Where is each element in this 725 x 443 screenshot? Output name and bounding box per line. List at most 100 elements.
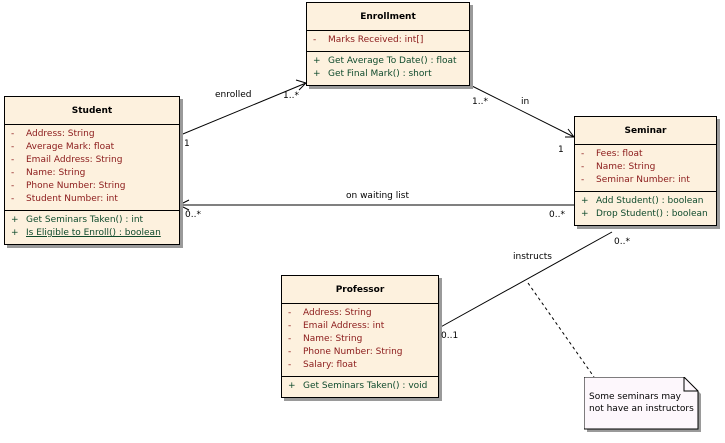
visibility-marker: + [581,209,589,219]
visibility-marker: - [581,149,585,159]
enrolled-student-multiplicity: 1 [184,139,190,149]
operation-row: + Is Eligible to Enroll() : boolean [5,227,179,240]
attribute-text: Address: String [26,129,95,139]
operation-text: Get Average To Date() : float [328,56,457,66]
operation-text: Add Student() : boolean [596,196,704,206]
operation-row: + Get Seminars Taken() : int [5,214,179,227]
visibility-marker: + [581,196,589,206]
operation-row: + Get Final Mark() : short [307,68,469,81]
visibility-marker: - [288,334,292,344]
attribute-row: - Name: String [575,161,716,174]
visibility-marker: - [11,142,15,152]
attribute-row: -Name: String [5,167,179,180]
operation-text: Is Eligible to Enroll() : boolean [26,228,161,238]
waiting-list-seminar-multiplicity: 0..* [549,210,565,220]
visibility-marker: - [11,194,15,204]
attribute-text: Address: String [303,308,372,318]
in-label: in [521,97,530,107]
enrolled-association-line [177,82,307,137]
student-operations: + Get Seminars Taken() : int + Is Eligible… [5,211,179,244]
attribute-row: - Salary: float [282,359,438,372]
diagram-note[interactable]: Some seminars may not have an instructor… [584,377,701,432]
operation-row: + Drop Student() : boolean [575,208,716,221]
waiting-list-label: on waiting list [346,191,409,201]
attribute-text: Fees: float [596,149,643,159]
attribute-text: Seminar Number: int [596,175,690,185]
professor-operations: + Get Seminars Taken() : void [282,377,438,397]
operation-row: + Get Average To Date() : float [307,55,469,68]
student-attributes: - Address: String - Average Mark: float - E… [5,125,179,211]
visibility-marker: - [313,35,317,45]
operation-text: Get Seminars Taken() : int [26,215,144,225]
in-seminar-multiplicity: 1 [558,145,564,155]
attribute-text: Phone Number: String [303,347,403,357]
visibility-marker: - [11,168,15,178]
instructs-seminar-multiplicity: 0..* [614,237,630,247]
professor-class-name: Professor [282,276,438,304]
instructs-professor-multiplicity: 0..1 [441,331,459,341]
attribute-text: Name: String [596,162,656,172]
visibility-marker: - [288,360,292,370]
waiting-list-student-multiplicity: 0..* [185,210,201,220]
attribute-row: - Email Address: int [282,320,438,333]
instructs-association-line [436,231,613,330]
attribute-row: - Average Mark: float [5,141,179,154]
enrolled-enrollment-multiplicity: 1..* [283,91,299,101]
note-text: Some seminars may not have an instructor… [589,392,694,414]
attribute-row: - Student Number: int [5,193,179,206]
attribute-row: - Phone Number: String [5,180,179,193]
seminar-class[interactable]: Seminar - Fees: float - Name: String - Semi… [574,116,717,226]
enrolled-label: enrolled [215,90,252,100]
visibility-marker: - [288,321,292,331]
visibility-marker: - [581,175,585,185]
attribute-text: Student Number: int [26,194,118,204]
operation-text: Drop Student() : boolean [596,209,708,219]
enrollment-attributes: - Marks Received: int[] [307,31,469,52]
seminar-operations: + Add Student() : boolean + Drop Student()… [575,192,716,225]
visibility-marker: - [288,347,292,357]
note-anchor-line [527,282,595,378]
visibility-marker: - [11,181,15,191]
operation-row: + Add Student() : boolean [575,195,716,208]
visibility-marker: + [11,228,19,238]
visibility-marker: - [11,129,15,139]
visibility-marker: - [288,308,292,318]
attribute-row: - Fees: float [575,148,716,161]
attribute-row: - Marks Received: int[] [307,34,469,47]
attribute-text: Email Address: int [303,321,385,331]
student-class[interactable]: Student - Address: String - Average Mark: … [4,96,180,245]
professor-class[interactable]: Professor - Address: String - Email Addres… [281,275,439,398]
in-association-line [469,84,575,138]
operation-text: Get Seminars Taken() : void [303,381,428,391]
visibility-marker: - [11,155,15,165]
in-enrollment-multiplicity: 1..* [472,97,488,107]
instructs-label: instructs [513,252,552,262]
attribute-row: - Address: String [282,307,438,320]
attribute-row: - Name: String [282,333,438,346]
visibility-marker: - [581,162,585,172]
attribute-text: Name: String [303,334,363,344]
enrollment-class[interactable]: Enrollment - Marks Received: int[] + Get… [306,2,470,86]
visibility-marker: + [313,56,321,66]
enrollment-operations: + Get Average To Date() : float + Get Fi… [307,52,469,85]
attribute-row: - Phone Number: String [282,346,438,359]
seminar-class-name: Seminar [575,117,716,145]
attribute-row: - Seminar Number: int [575,174,716,187]
professor-attributes: - Address: String - Email Address: int - Na… [282,304,438,377]
seminar-attributes: - Fees: float - Name: String - Seminar Numb… [575,145,716,192]
visibility-marker: + [11,215,19,225]
attribute-text: Salary: float [303,360,357,370]
attribute-row: - Address: String [5,128,179,141]
visibility-marker: + [288,381,296,391]
visibility-marker: + [313,69,321,79]
attribute-text: Marks Received: int[] [328,35,424,45]
attribute-text: Email Address: String [26,155,123,165]
note-shape [584,377,701,432]
attribute-text: Average Mark: float [26,142,115,152]
attribute-row: - Email Address: String [5,154,179,167]
operation-text: Get Final Mark() : short [328,69,432,79]
student-class-name: Student [5,97,179,125]
operation-row: + Get Seminars Taken() : void [282,380,438,393]
attribute-text: Phone Number: String [26,181,126,191]
